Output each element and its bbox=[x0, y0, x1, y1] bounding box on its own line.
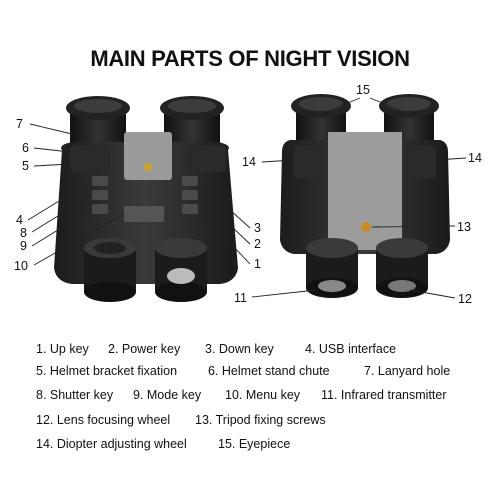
callout-5: 5 bbox=[22, 159, 29, 173]
lens-left bbox=[84, 238, 136, 302]
callout-2: 2 bbox=[254, 237, 261, 251]
callout-4: 4 bbox=[16, 213, 23, 227]
diopter-wheel-right bbox=[406, 146, 436, 178]
callout-14-left: 14 bbox=[242, 155, 256, 169]
legend-item: 2. Power key bbox=[108, 342, 181, 356]
callout-13: 13 bbox=[457, 220, 471, 234]
shutter-key bbox=[92, 176, 108, 186]
mode-key bbox=[92, 190, 108, 200]
legend-item: 10. Menu key bbox=[225, 388, 301, 402]
diagram-title: MAIN PARTS OF NIGHT VISION bbox=[90, 46, 410, 71]
helmet-bracket-plate bbox=[124, 132, 172, 180]
callout-7: 7 bbox=[16, 117, 23, 131]
leader-lines bbox=[27, 97, 467, 299]
bottom-plate bbox=[328, 132, 402, 250]
callout-6: 6 bbox=[22, 141, 29, 155]
top-view-binocular bbox=[280, 94, 450, 298]
callout-9: 9 bbox=[20, 239, 27, 253]
callout-15: 15 bbox=[356, 83, 370, 97]
usb-interface-cover bbox=[124, 206, 164, 222]
tripod-screw-icon bbox=[361, 222, 371, 232]
front-view-binocular bbox=[54, 96, 238, 302]
legend-item: 5. Helmet bracket fixation bbox=[36, 364, 178, 378]
callout-3: 3 bbox=[254, 221, 261, 235]
binocular-diagram: 7 6 5 4 8 9 10 3 2 1 15 14 14 13 11 12 bbox=[14, 83, 482, 306]
lens-right bbox=[155, 238, 207, 302]
callout-8: 8 bbox=[20, 226, 27, 240]
legend-item: 8. Shutter key bbox=[36, 388, 114, 402]
callout-10: 10 bbox=[14, 259, 28, 273]
callout-1: 1 bbox=[254, 257, 261, 271]
menu-key bbox=[92, 204, 108, 214]
legend-item: 13. Tripod fixing screws bbox=[195, 413, 326, 427]
lens-top-right bbox=[376, 238, 428, 298]
legend-item: 15. Eyepiece bbox=[218, 437, 291, 451]
screw-icon bbox=[144, 163, 152, 171]
callout-11: 11 bbox=[234, 291, 247, 305]
legend-item: 11. Infrared transmitter bbox=[321, 388, 447, 402]
legend-item: 4. USB interface bbox=[305, 342, 397, 356]
lens-top-left bbox=[306, 238, 358, 298]
legend-item: 7. Lanyard hole bbox=[364, 364, 451, 378]
legend-item: 12. Lens focusing wheel bbox=[36, 413, 171, 427]
down-key bbox=[182, 204, 198, 214]
callout-12: 12 bbox=[458, 292, 472, 306]
eyepiece-right bbox=[160, 96, 224, 152]
callout-14-right: 14 bbox=[468, 151, 482, 165]
legend-item: 9. Mode key bbox=[133, 388, 202, 402]
diopter-wheel-left bbox=[294, 146, 324, 178]
legend-item: 14. Diopter adjusting wheel bbox=[36, 437, 187, 451]
legend-item: 1. Up key bbox=[36, 342, 89, 356]
eyepiece-top-left bbox=[291, 94, 351, 148]
up-key bbox=[182, 176, 198, 186]
legend-item: 3. Down key bbox=[205, 342, 274, 356]
power-key bbox=[182, 190, 198, 200]
legend-item: 6. Helmet stand chute bbox=[208, 364, 330, 378]
eyepiece-left bbox=[66, 96, 130, 152]
